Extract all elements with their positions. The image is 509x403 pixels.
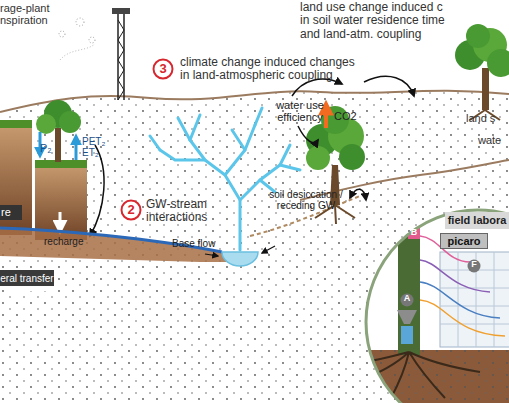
callout-number: 2 bbox=[120, 199, 142, 221]
baseflow-arrow bbox=[205, 254, 218, 256]
tree-canopy bbox=[36, 114, 56, 134]
co2-arrow bbox=[324, 106, 328, 128]
flux-symbol: PET₂ ET₂ bbox=[82, 136, 112, 158]
river-branch bbox=[232, 130, 245, 150]
recharge-arrow bbox=[59, 212, 62, 232]
node-text: field labora bbox=[448, 214, 507, 226]
panel-grid bbox=[440, 252, 509, 347]
node-text: 3 bbox=[159, 62, 166, 76]
river-branch bbox=[178, 118, 190, 140]
cropped-heading: wate bbox=[478, 134, 509, 146]
vapour-swirl bbox=[89, 37, 95, 43]
sensor-wire bbox=[420, 282, 500, 318]
flux-symbol: P₂ bbox=[40, 142, 60, 154]
process-box: eral transfer bbox=[0, 270, 54, 286]
inset-roots bbox=[360, 352, 480, 400]
rain-collector bbox=[401, 326, 413, 344]
cropped-heading: land s bbox=[466, 112, 509, 124]
river-branch bbox=[280, 165, 300, 170]
river-branch bbox=[190, 115, 200, 140]
marker-letter: B bbox=[408, 227, 420, 237]
river-branch bbox=[150, 136, 160, 150]
instrument-panel bbox=[440, 252, 509, 347]
evaporation-arrow bbox=[75, 138, 78, 160]
cropped-label: re bbox=[1, 206, 21, 218]
tree-canopy bbox=[466, 24, 490, 48]
tree-canopy bbox=[487, 49, 509, 77]
lateral-arrow bbox=[10, 289, 52, 292]
river-branch bbox=[225, 125, 255, 175]
tree-canopy bbox=[306, 146, 330, 170]
tree-canopy bbox=[59, 111, 81, 133]
process-label: CO2 bbox=[334, 110, 364, 122]
instrument-box: picaro bbox=[440, 233, 488, 249]
cycle-arrow bbox=[298, 126, 318, 143]
cycle-arrow bbox=[350, 189, 366, 200]
process-label: recharge bbox=[44, 236, 92, 247]
river-branch bbox=[160, 150, 205, 160]
vapour-swirl bbox=[59, 31, 65, 37]
node-text: 2 bbox=[127, 203, 134, 217]
node-text: picaro bbox=[447, 235, 480, 247]
saturated-zone bbox=[0, 228, 238, 262]
river-branch bbox=[255, 108, 262, 125]
process-label: water use efficiency bbox=[270, 99, 330, 124]
stream bbox=[222, 252, 258, 266]
theme-heading: GW-stream interactions bbox=[146, 198, 218, 225]
cropped-heading: rage-plant nspiration bbox=[0, 2, 58, 27]
tree-trunk bbox=[398, 205, 420, 355]
inset-border bbox=[366, 210, 509, 403]
tree-trunk bbox=[482, 68, 489, 110]
grass bbox=[0, 120, 32, 128]
theme-heading: climate change induced changes in land-a… bbox=[180, 56, 358, 83]
vapour-swirl bbox=[76, 18, 84, 26]
label-box bbox=[0, 205, 22, 220]
vapour-swirl bbox=[60, 44, 95, 60]
callout-circle bbox=[154, 60, 173, 79]
node-text: eral transfer bbox=[0, 273, 53, 284]
tree-trunk bbox=[55, 128, 61, 162]
marker-circle bbox=[468, 260, 481, 273]
sensor-wire bbox=[420, 260, 490, 292]
soil-column bbox=[0, 125, 32, 235]
flux-tower bbox=[123, 14, 125, 100]
tower-instrument bbox=[112, 8, 130, 14]
marker-circle bbox=[401, 294, 414, 307]
tower-lattice bbox=[118, 20, 124, 100]
inset-soil bbox=[360, 350, 509, 403]
marker-letter: A bbox=[401, 293, 413, 303]
river-network bbox=[150, 108, 300, 250]
inset-soil bbox=[360, 350, 509, 403]
process-label: soil desiccation / receding GW bbox=[268, 189, 344, 211]
tree-canopy bbox=[339, 144, 365, 170]
callout-number: 3 bbox=[152, 58, 174, 80]
cycle-arrow bbox=[364, 76, 414, 96]
land-surface-line bbox=[0, 91, 509, 112]
sensor-wire bbox=[420, 300, 505, 336]
callout-circle bbox=[122, 201, 141, 220]
rain-collector bbox=[397, 310, 417, 324]
marker-letter: F bbox=[468, 259, 480, 269]
flux-tower bbox=[117, 14, 119, 100]
lab-header-box: field labora bbox=[445, 212, 509, 229]
inset-content bbox=[360, 184, 509, 403]
river-branch bbox=[190, 140, 240, 250]
baseflow-arrow bbox=[262, 246, 275, 253]
process-label: Base flow bbox=[172, 238, 224, 249]
tree-canopy bbox=[360, 184, 404, 228]
cycle-arrow bbox=[90, 145, 104, 236]
theme-heading: land use change induced c in soil water … bbox=[300, 1, 450, 41]
